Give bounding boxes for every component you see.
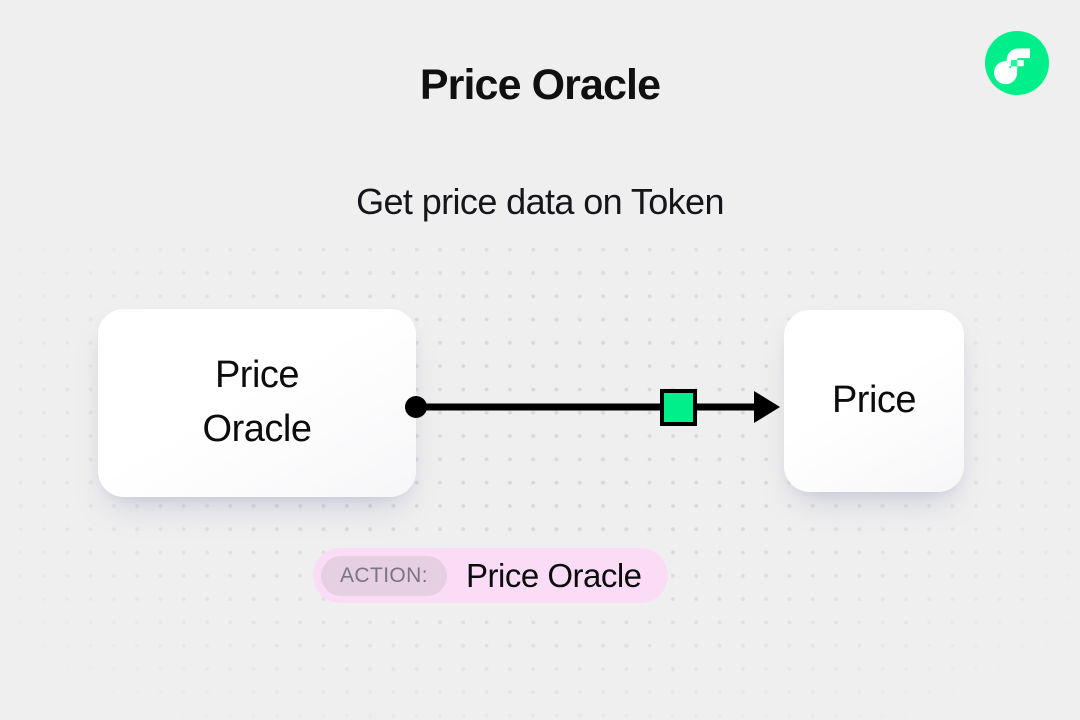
flow-logo-icon [985, 31, 1049, 95]
green-square-marker[interactable] [660, 389, 697, 426]
arrow-head-icon [754, 391, 780, 423]
node-label: Price [831, 379, 917, 422]
source-dot-handle[interactable] [405, 396, 427, 418]
node-card-price-oracle[interactable]: Price Oracle [98, 309, 416, 497]
node-label: Price Oracle [202, 354, 312, 450]
action-badge[interactable]: ACTION: Price Oracle [313, 548, 668, 603]
action-badge-pill: ACTION: [321, 555, 447, 596]
page-subtitle: Get price data on Token [356, 181, 724, 222]
node-card-price[interactable]: Price [784, 310, 964, 492]
connector-edge[interactable] [400, 378, 790, 436]
action-badge-value: Price Oracle [465, 556, 642, 594]
page-title: Price Oracle [419, 61, 661, 109]
